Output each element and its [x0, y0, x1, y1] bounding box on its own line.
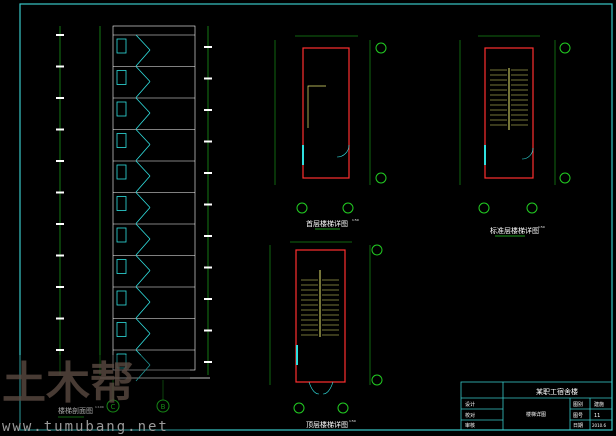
date-label: 日期 [573, 423, 583, 429]
date-value: 2010.6 [592, 423, 606, 428]
top-plan-title: 顶层楼梯详图 [306, 420, 348, 429]
grid-bubble-b: B [156, 399, 170, 413]
top-plan-scale: 1:50 [349, 419, 356, 423]
section-title: 楼梯剖面图 [58, 406, 93, 415]
watermark-logo: 土木帮 [2, 358, 134, 409]
designer-label: 设计 [465, 401, 475, 408]
ground-plan-title: 首层楼梯详图 [306, 219, 348, 228]
ground-floor-plan [274, 35, 387, 214]
grid-bubble-c: C [106, 399, 120, 413]
top-floor-plan [269, 241, 383, 414]
category-value: 建施 [594, 401, 604, 408]
svg-text:C: C [111, 403, 116, 411]
title-block [460, 381, 613, 431]
watermark-url: www.tumubang.net [2, 419, 169, 435]
drawing-name: 楼梯详图 [526, 411, 546, 418]
typical-plan-title: 标准层楼梯详图 [490, 226, 539, 235]
section-scale: 1:100 [95, 405, 104, 409]
drawing-frame [19, 3, 613, 431]
project-name: 某职工宿舍楼 [536, 387, 578, 396]
typical-plan-scale: 1:50 [538, 225, 545, 229]
number-label: 图号 [573, 413, 583, 419]
checker-label: 校对 [465, 412, 475, 419]
ground-plan-scale: 1:50 [352, 218, 359, 222]
reviewer-label: 审核 [465, 422, 475, 429]
number-value: 11 [594, 413, 600, 419]
svg-text:B: B [161, 403, 166, 411]
watermark: 土木帮 www.tumubang.net [0, 355, 190, 436]
typical-floor-plan [459, 35, 571, 214]
category-label: 图别 [573, 401, 583, 408]
stair-section [56, 25, 212, 400]
